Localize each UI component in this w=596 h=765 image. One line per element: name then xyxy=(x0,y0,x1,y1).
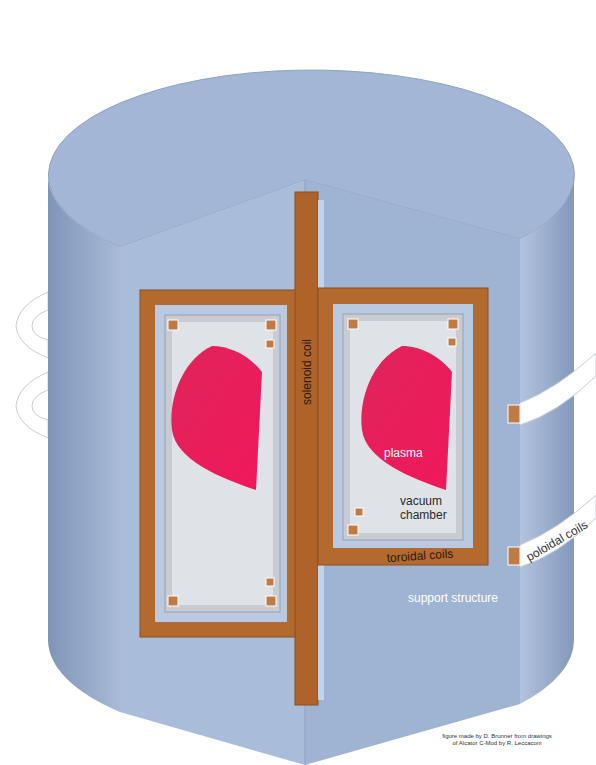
part-label: plasma xyxy=(384,446,423,460)
credit-note: figure made by D. Brunner from drawings … xyxy=(442,733,552,747)
part-label: solenoid coil xyxy=(300,339,314,405)
part-label: vacuum chamber xyxy=(400,494,460,523)
part-label: support structure xyxy=(408,591,498,605)
